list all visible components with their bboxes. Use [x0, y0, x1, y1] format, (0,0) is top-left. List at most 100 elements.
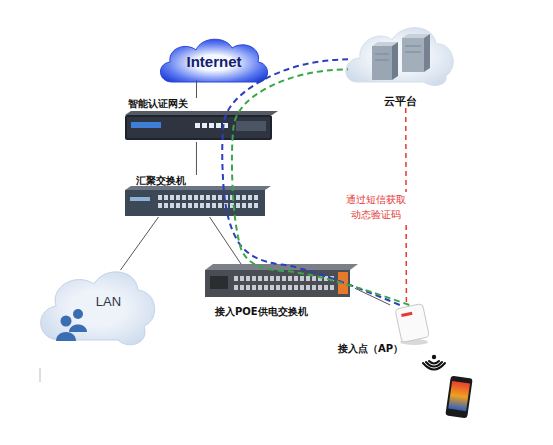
wifi-arc	[423, 363, 445, 370]
port	[182, 195, 186, 200]
server-side	[424, 34, 430, 72]
port	[248, 203, 252, 208]
phone-body	[445, 376, 472, 419]
port	[246, 285, 250, 290]
device-top	[125, 186, 271, 190]
poe-switch	[205, 264, 358, 297]
port	[218, 195, 222, 200]
server-symbol	[402, 34, 430, 72]
port	[254, 203, 258, 208]
port	[300, 276, 304, 281]
server-line	[405, 46, 421, 47]
device-body	[125, 115, 272, 140]
cloud-shape	[41, 272, 155, 345]
ap-body	[395, 303, 429, 342]
access-point	[395, 303, 429, 345]
port	[164, 203, 168, 208]
port	[158, 203, 162, 208]
device-badge	[131, 122, 161, 128]
cloud-shape	[346, 28, 453, 86]
switch-node: 汇聚交换机	[122, 175, 268, 217]
port	[234, 276, 238, 281]
port	[194, 195, 198, 200]
port	[176, 195, 180, 200]
port	[240, 285, 244, 290]
port	[288, 285, 292, 290]
user-head	[73, 309, 83, 319]
node-label: 汇聚交换机	[136, 175, 186, 187]
port	[282, 285, 286, 290]
device-body	[125, 190, 265, 216]
port	[252, 276, 256, 281]
cloud-platform	[346, 28, 453, 86]
server-side	[392, 42, 398, 80]
port	[236, 203, 240, 208]
port	[212, 195, 216, 200]
port	[264, 285, 268, 290]
port	[246, 276, 250, 281]
port	[258, 285, 262, 290]
server-front	[402, 38, 424, 72]
wifi-arc	[429, 361, 439, 364]
node-label: Internet	[186, 53, 241, 71]
port	[158, 195, 162, 200]
node-label: LAN	[96, 294, 121, 310]
user-body	[69, 325, 87, 333]
port	[324, 285, 328, 290]
stray-mark	[40, 368, 41, 382]
port	[312, 276, 316, 281]
port	[282, 276, 286, 281]
port	[202, 123, 207, 128]
device-top	[125, 111, 278, 115]
port	[294, 285, 298, 290]
node-label: 智能认证网关	[128, 98, 188, 110]
gateway-node: 智能认证网关	[122, 98, 274, 142]
port	[276, 276, 280, 281]
port	[218, 203, 222, 208]
port	[306, 276, 310, 281]
port	[264, 276, 268, 281]
server-line	[375, 60, 389, 61]
port-group	[234, 276, 334, 290]
network-link	[121, 217, 159, 270]
user-body	[56, 332, 76, 341]
port	[200, 203, 204, 208]
port	[170, 203, 174, 208]
port	[209, 123, 214, 128]
port	[206, 195, 210, 200]
lan-node: LAN	[40, 270, 155, 346]
wifi-dot	[432, 355, 436, 359]
auth-path	[232, 69, 409, 305]
port	[270, 276, 274, 281]
port	[216, 123, 221, 128]
port	[294, 276, 298, 281]
port	[212, 203, 216, 208]
wifi-symbol	[423, 355, 445, 370]
port	[206, 203, 210, 208]
port	[252, 285, 256, 290]
port	[164, 195, 168, 200]
access-point-node: 接入点（AP）	[338, 305, 433, 355]
port	[194, 203, 198, 208]
port	[300, 285, 304, 290]
port	[318, 285, 322, 290]
node-label: 云平台	[384, 95, 417, 108]
port	[254, 195, 258, 200]
cloud-platform-node: 云平台	[348, 24, 453, 108]
port	[258, 276, 262, 281]
server-front	[372, 46, 392, 80]
port	[242, 195, 246, 200]
port	[195, 123, 200, 128]
auth-path	[222, 59, 400, 305]
node-label: 接入点（AP）	[338, 343, 403, 355]
user-head	[61, 316, 72, 327]
port	[182, 203, 186, 208]
ap-logo	[401, 312, 412, 317]
port	[236, 195, 240, 200]
port	[170, 195, 174, 200]
network-link	[196, 80, 197, 98]
users-symbol	[56, 309, 87, 341]
network-link	[196, 142, 197, 175]
port	[276, 285, 280, 290]
